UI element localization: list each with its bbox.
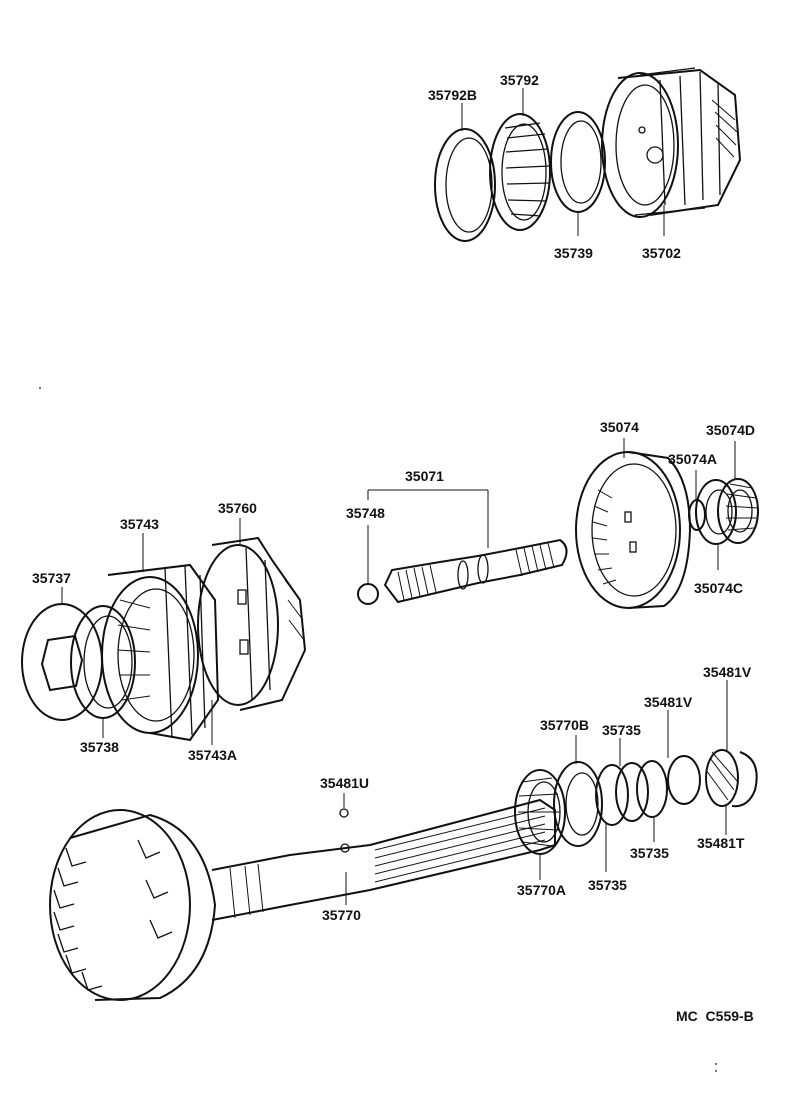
label-35702: 35702: [642, 245, 681, 261]
label-35743A: 35743A: [188, 747, 237, 763]
part-35748-snap-ring: [357, 583, 379, 605]
label-35481U: 35481U: [320, 775, 369, 791]
part-35071-intermediate-shaft: [383, 538, 568, 604]
label-35735-bottom: 35735: [588, 877, 627, 893]
scan-dot: [715, 1070, 717, 1072]
part-35074C-race: [695, 479, 737, 545]
part-35739-race: [550, 111, 606, 213]
part-35770-input-shaft-drum: [49, 798, 556, 1001]
label-35770: 35770: [322, 907, 361, 923]
label-35739: 35739: [554, 245, 593, 261]
label-35737: 35737: [32, 570, 71, 586]
figure-code: MC C559-B: [676, 1008, 754, 1024]
label-35071: 35071: [405, 468, 444, 484]
scan-dot: [715, 1063, 717, 1065]
part-35481T-sun-gear: [705, 749, 739, 807]
label-35074: 35074: [600, 419, 639, 435]
part-35770B-race: [553, 761, 603, 847]
part-35074D-bearing: [717, 478, 759, 544]
label-35481V-upper: 35481V: [703, 664, 752, 680]
part-35074-ring-gear: [575, 451, 692, 609]
part-35735-rings: [595, 760, 668, 826]
part-35792-bearing: [489, 113, 551, 231]
label-35792B: 35792B: [428, 87, 477, 103]
label-35738: 35738: [80, 739, 119, 755]
part-35737-thrust-washer: [21, 603, 103, 721]
part-35743-planetary-gear: [101, 563, 220, 742]
part-35702-planetary-carrier: [601, 67, 742, 218]
label-35481V-lower: 35481V: [644, 694, 693, 710]
label-35735-mid: 35735: [630, 845, 669, 861]
label-35735-top: 35735: [602, 722, 641, 738]
part-35792B-race: [434, 128, 496, 242]
label-35748: 35748: [346, 505, 385, 521]
scan-dot: [39, 387, 41, 389]
label-35770B: 35770B: [540, 717, 589, 733]
label-35074A: 35074A: [668, 451, 717, 467]
part-35481V-snap-rings: [667, 751, 758, 808]
part-35760-gear-assembly: [197, 536, 307, 711]
label-35743: 35743: [120, 516, 159, 532]
label-35770A: 35770A: [517, 882, 566, 898]
label-35074C: 35074C: [694, 580, 743, 596]
label-35792: 35792: [500, 72, 539, 88]
part-35481U-ball: [339, 808, 349, 818]
label-35074D: 35074D: [706, 422, 755, 438]
label-35481T: 35481T: [697, 835, 745, 851]
label-35760: 35760: [218, 500, 257, 516]
